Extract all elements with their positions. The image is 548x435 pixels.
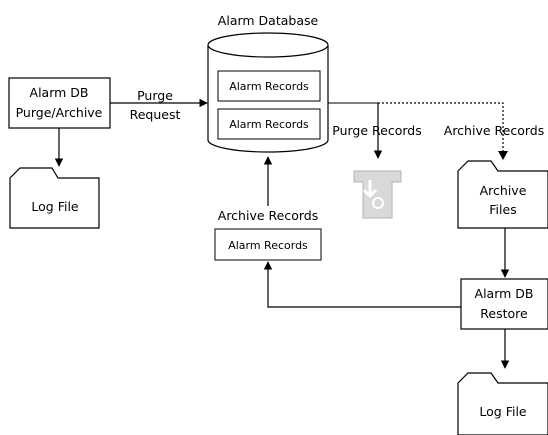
archive-files-line-1: Archive [480, 183, 527, 198]
log-file-top: Log File [9, 167, 100, 229]
log-file-top-label: Log File [31, 199, 79, 214]
purge-archive-line-1: Alarm DB [30, 85, 89, 100]
alarm-database: Alarm Records Alarm Records [207, 32, 329, 153]
folder-icon [9, 167, 100, 229]
archive-records-label-right: Archive Records [444, 123, 544, 138]
archive-files: Archive Files [457, 160, 548, 229]
purge-archive-line-2: Purge/Archive [16, 105, 103, 120]
database-title: Alarm Database [218, 13, 319, 28]
recycle-bin-icon [353, 170, 402, 219]
archive-records-label-mid: Archive Records [218, 208, 318, 223]
archive-files-line-2: Files [489, 202, 516, 217]
restore-line-2: Restore [480, 306, 528, 321]
mid-records-label: Alarm Records [228, 239, 308, 252]
db-records-label-2: Alarm Records [229, 118, 309, 131]
archive-records-dotted [378, 102, 504, 158]
db-records-box-1 [217, 70, 321, 102]
log-file-bottom: Log File [457, 372, 548, 435]
folder-icon [457, 372, 548, 435]
purge-records-label: Purge Records [332, 123, 421, 138]
archive-records-arrowhead [498, 151, 508, 160]
restore-process: Alarm DB Restore [460, 278, 548, 330]
mid-records-box [214, 228, 322, 261]
restore-line-1: Alarm DB [475, 286, 534, 301]
restore-out-arrow [263, 261, 461, 308]
purge-archive-process: Alarm DB Purge/Archive [8, 77, 111, 129]
folder-icon [457, 160, 548, 229]
db-records-box-2 [217, 108, 321, 140]
purge-request-line-2: Request [130, 107, 181, 122]
purge-request-line-1: Purge [137, 88, 173, 103]
log-file-bottom-label: Log File [479, 404, 527, 419]
db-records-label-1: Alarm Records [229, 80, 309, 93]
